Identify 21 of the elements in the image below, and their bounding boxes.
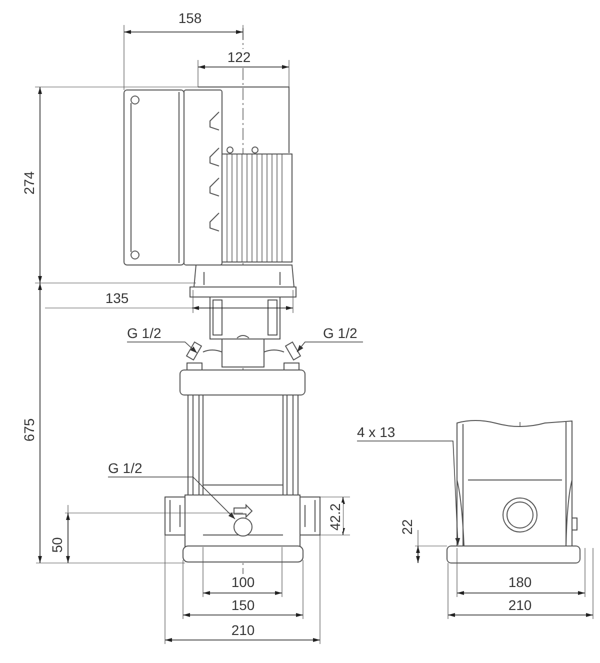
dimension-label: 42.2 [327,502,343,532]
dimension-label: 158 [177,10,203,26]
callout-label: G 1/2 [127,325,162,341]
dimension-label: 122 [226,49,252,65]
dimension-label: 50 [49,536,65,554]
leader-line [108,476,236,520]
dimension-label: 210 [230,622,256,638]
callout-label: G 1/2 [323,325,358,341]
leader-line [126,342,198,354]
dimension-label: 100 [230,574,256,590]
dimension-label: 675 [21,417,37,443]
leader-line [356,440,460,546]
leader-line [296,342,364,352]
dimension-label: 180 [507,574,533,590]
dimension-label: 135 [104,290,130,306]
callout-label: G 1/2 [108,460,142,476]
dimension-label: 274 [21,170,37,196]
callout-label: 4 x 13 [357,424,396,440]
dimension-label: 22 [399,518,415,536]
dimension-label: 150 [230,597,256,613]
dimension-label: 210 [507,597,533,613]
